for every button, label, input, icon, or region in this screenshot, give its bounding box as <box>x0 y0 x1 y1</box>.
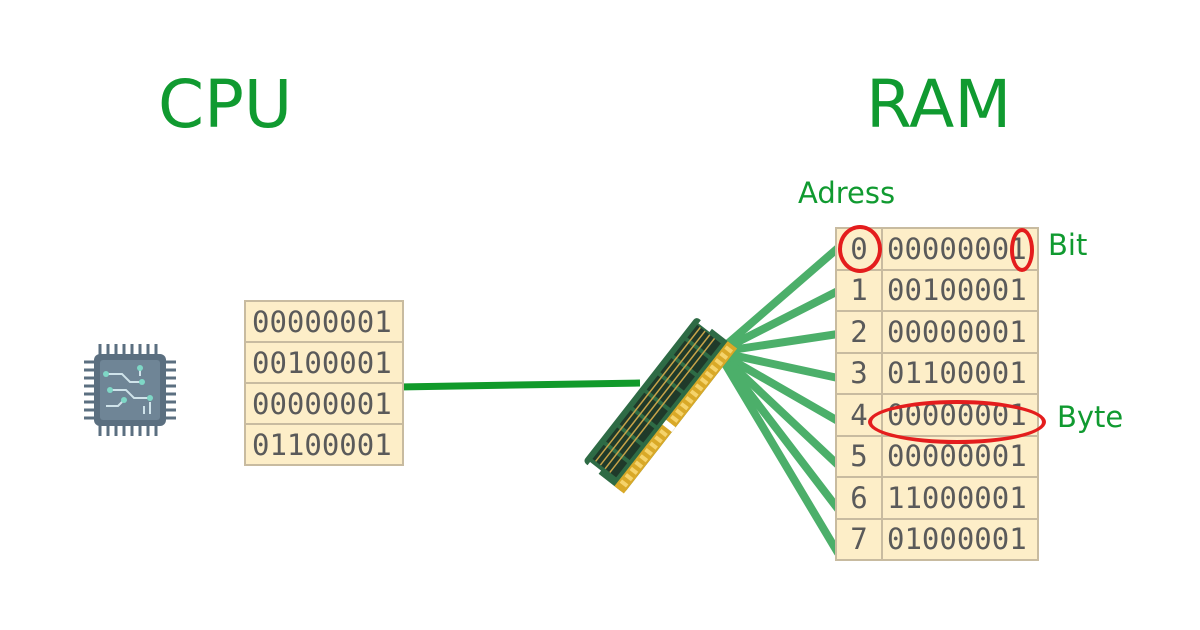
ram-value-cell: 01000001 <box>881 517 1039 561</box>
ram-row: 2 00000001 <box>835 310 1039 354</box>
ram-row: 6 11000001 <box>835 476 1039 520</box>
address-fan-lines <box>714 244 842 557</box>
ram-value-cell: 01100001 <box>881 351 1039 395</box>
ram-row: 7 01000001 <box>835 517 1039 561</box>
ram-row: 5 00000001 <box>835 434 1039 478</box>
ram-address-cell: 4 <box>835 393 883 437</box>
register-row: 00000001 <box>244 382 404 425</box>
cpu-register-table: 00000001 00100001 00000001 01100001 <box>244 300 404 466</box>
ram-address-cell: 3 <box>835 351 883 395</box>
ram-value-cell: 00100001 <box>881 268 1039 312</box>
ram-address-cell: 2 <box>835 310 883 354</box>
adress-label: Adress <box>798 176 896 210</box>
bit-highlight-circle <box>1010 228 1034 272</box>
register-cell: 00000001 <box>244 300 404 343</box>
address-highlight-circle <box>838 225 882 273</box>
ram-row: 3 01100001 <box>835 351 1039 395</box>
register-row: 01100001 <box>244 423 404 466</box>
ram-value-cell: 00000001 <box>881 310 1039 354</box>
bit-label: Bit <box>1048 228 1088 262</box>
register-cell: 00000001 <box>244 382 404 425</box>
register-cell: 01100001 <box>244 423 404 466</box>
ram-address-cell: 5 <box>835 434 883 478</box>
register-cell: 00100001 <box>244 341 404 384</box>
register-row: 00000001 <box>244 300 404 343</box>
ram-row: 1 00100001 <box>835 268 1039 312</box>
ram-address-cell: 7 <box>835 517 883 561</box>
ram-value-cell: 11000001 <box>881 476 1039 520</box>
byte-highlight-circle <box>868 400 1046 444</box>
ram-address-cell: 1 <box>835 268 883 312</box>
cpu-chip-icon <box>84 344 176 436</box>
ram-title: RAM <box>866 66 1012 143</box>
byte-label: Byte <box>1057 400 1124 434</box>
ram-value-cell: 00000001 <box>881 434 1039 478</box>
ram-table: 0 00000001 1 00100001 2 00000001 3 01100… <box>835 227 1039 561</box>
cpu-ram-bus-line <box>397 379 641 391</box>
register-row: 00100001 <box>244 341 404 384</box>
ram-module-icon <box>584 317 738 494</box>
ram-address-cell: 6 <box>835 476 883 520</box>
cpu-title: CPU <box>158 66 293 143</box>
